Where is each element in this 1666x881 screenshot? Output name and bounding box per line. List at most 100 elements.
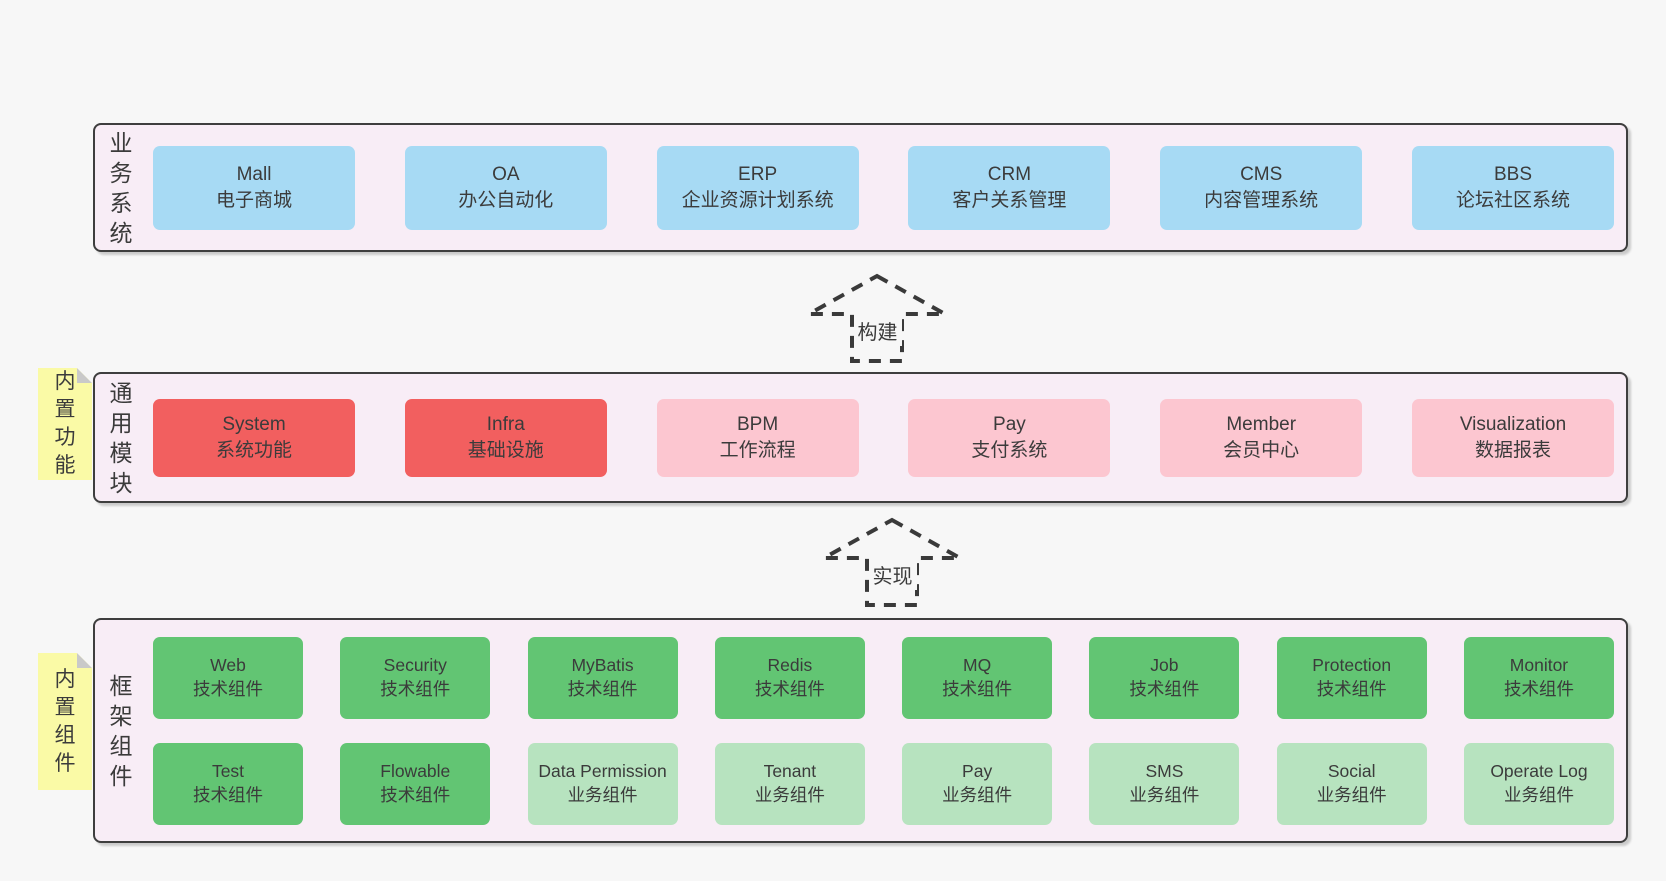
box-subtitle: 技术组件 xyxy=(1503,678,1574,699)
box-subtitle: 技术组件 xyxy=(380,678,451,699)
diagram-box-protection: Protection 技术组件 xyxy=(1276,636,1427,719)
diagram-box-sms: SMS 业务组件 xyxy=(1089,742,1240,825)
box-title: System xyxy=(222,413,286,435)
box-title: BPM xyxy=(737,413,779,435)
box-title: MyBatis xyxy=(571,654,634,675)
box-title: Job xyxy=(1150,654,1179,675)
box-subtitle: 技术组件 xyxy=(1316,678,1387,699)
box-title: Flowable xyxy=(380,760,451,781)
box-title: Tenant xyxy=(763,760,817,781)
folded-corner-icon xyxy=(77,653,92,668)
up-block-arrow-icon xyxy=(816,517,968,607)
box-subtitle: 业务组件 xyxy=(1129,784,1200,805)
arrow-label-implement: 实现 xyxy=(868,559,917,590)
up-block-arrow-icon xyxy=(801,273,953,363)
box-subtitle: 办公自动化 xyxy=(458,189,554,211)
diagram-box-erp: ERP 企业资源计划系统 xyxy=(656,145,859,230)
box-title: Web xyxy=(210,654,246,675)
box-subtitle: 技术组件 xyxy=(193,784,263,805)
diagram-box-bbs: BBS 论坛社区系统 xyxy=(1411,145,1614,230)
box-title: Data Permission xyxy=(538,760,667,781)
box-subtitle: 支付系统 xyxy=(971,439,1048,461)
box-subtitle: 工作流程 xyxy=(719,439,796,461)
sticky-note-text: 内置组件 xyxy=(54,667,76,775)
box-subtitle: 企业资源计划系统 xyxy=(681,189,834,211)
box-subtitle: 技术组件 xyxy=(567,678,638,699)
diagram-box-data-permission: Data Permission 业务组件 xyxy=(527,742,678,825)
diagram-box-test: Test 技术组件 xyxy=(153,742,303,825)
diagram-box-operate-log: Operate Log 业务组件 xyxy=(1463,742,1614,825)
box-title: SMS xyxy=(1145,760,1184,781)
box-subtitle: 论坛社区系统 xyxy=(1455,189,1570,211)
box-subtitle: 系统功能 xyxy=(215,439,292,461)
diagram-box-pay: Pay 业务组件 xyxy=(902,742,1053,825)
diagram-box-mq: MQ 技术组件 xyxy=(902,636,1053,719)
box-title: Test xyxy=(211,760,245,781)
sticky-note-built-in-components: 内置组件 xyxy=(38,653,92,790)
box-title: Redis xyxy=(767,654,813,675)
box-title: BBS xyxy=(1493,163,1532,185)
box-subtitle: 业务组件 xyxy=(754,784,825,805)
box-subtitle: 技术组件 xyxy=(1129,678,1200,699)
box-title: Operate Log xyxy=(1490,760,1588,781)
box-subtitle: 技术组件 xyxy=(380,784,451,805)
box-subtitle: 数据报表 xyxy=(1474,439,1551,461)
box-title: Social xyxy=(1327,760,1376,781)
box-subtitle: 业务组件 xyxy=(1316,784,1387,805)
box-subtitle: 客户关系管理 xyxy=(952,189,1067,211)
box-subtitle: 技术组件 xyxy=(942,678,1013,699)
box-title: CMS xyxy=(1240,163,1283,185)
box-title: Security xyxy=(383,654,447,675)
diagram-box-crm: CRM 客户关系管理 xyxy=(908,145,1111,230)
box-subtitle: 基础设施 xyxy=(467,439,544,461)
sticky-note-built-in-features: 内置功能 xyxy=(38,368,92,480)
box-title: Visualization xyxy=(1459,413,1567,435)
diagram-box-social: Social 业务组件 xyxy=(1276,742,1427,825)
diagram-box-security: Security 技术组件 xyxy=(340,636,491,719)
diagram-box-mybatis: MyBatis 技术组件 xyxy=(527,636,678,719)
box-title: Monitor xyxy=(1509,654,1569,675)
box-subtitle: 内容管理系统 xyxy=(1204,189,1319,211)
box-subtitle: 业务组件 xyxy=(942,784,1013,805)
layer-label-business-systems: 业务系统 xyxy=(109,129,133,246)
diagram-box-flowable: Flowable 技术组件 xyxy=(340,742,491,825)
sticky-note-text: 内置功能 xyxy=(54,370,76,477)
box-title: MQ xyxy=(963,654,992,675)
diagram-box-pay: Pay 支付系统 xyxy=(908,398,1111,477)
box-title: Mall xyxy=(236,163,272,185)
box-title: ERP xyxy=(738,163,778,185)
box-subtitle: 业务组件 xyxy=(567,784,638,805)
box-title: Member xyxy=(1226,413,1297,435)
box-title: Protection xyxy=(1312,654,1392,675)
diagram-box-redis: Redis 技术组件 xyxy=(714,636,865,719)
box-title: CRM xyxy=(987,163,1032,185)
folded-corner-icon xyxy=(77,368,92,383)
diagram-box-visualization: Visualization 数据报表 xyxy=(1411,398,1614,477)
dashed-up-arrow-build: 构建 xyxy=(800,270,955,365)
diagram-box-monitor: Monitor 技术组件 xyxy=(1463,636,1614,719)
dashed-up-arrow-implement: 实现 xyxy=(815,514,970,609)
box-subtitle: 技术组件 xyxy=(754,678,825,699)
layer-label-framework-components: 框架组件 xyxy=(109,672,133,789)
box-subtitle: 业务组件 xyxy=(1503,784,1574,805)
box-title: Pay xyxy=(993,413,1026,435)
diagram-box-cms: CMS 内容管理系统 xyxy=(1160,145,1363,230)
diagram-box-bpm: BPM 工作流程 xyxy=(656,398,859,477)
box-title: Pay xyxy=(962,760,993,781)
layer-label-common-modules: 通用模块 xyxy=(109,379,133,496)
diagram-box-tenant: Tenant 业务组件 xyxy=(714,742,865,825)
arrow-label-build: 构建 xyxy=(853,315,902,346)
